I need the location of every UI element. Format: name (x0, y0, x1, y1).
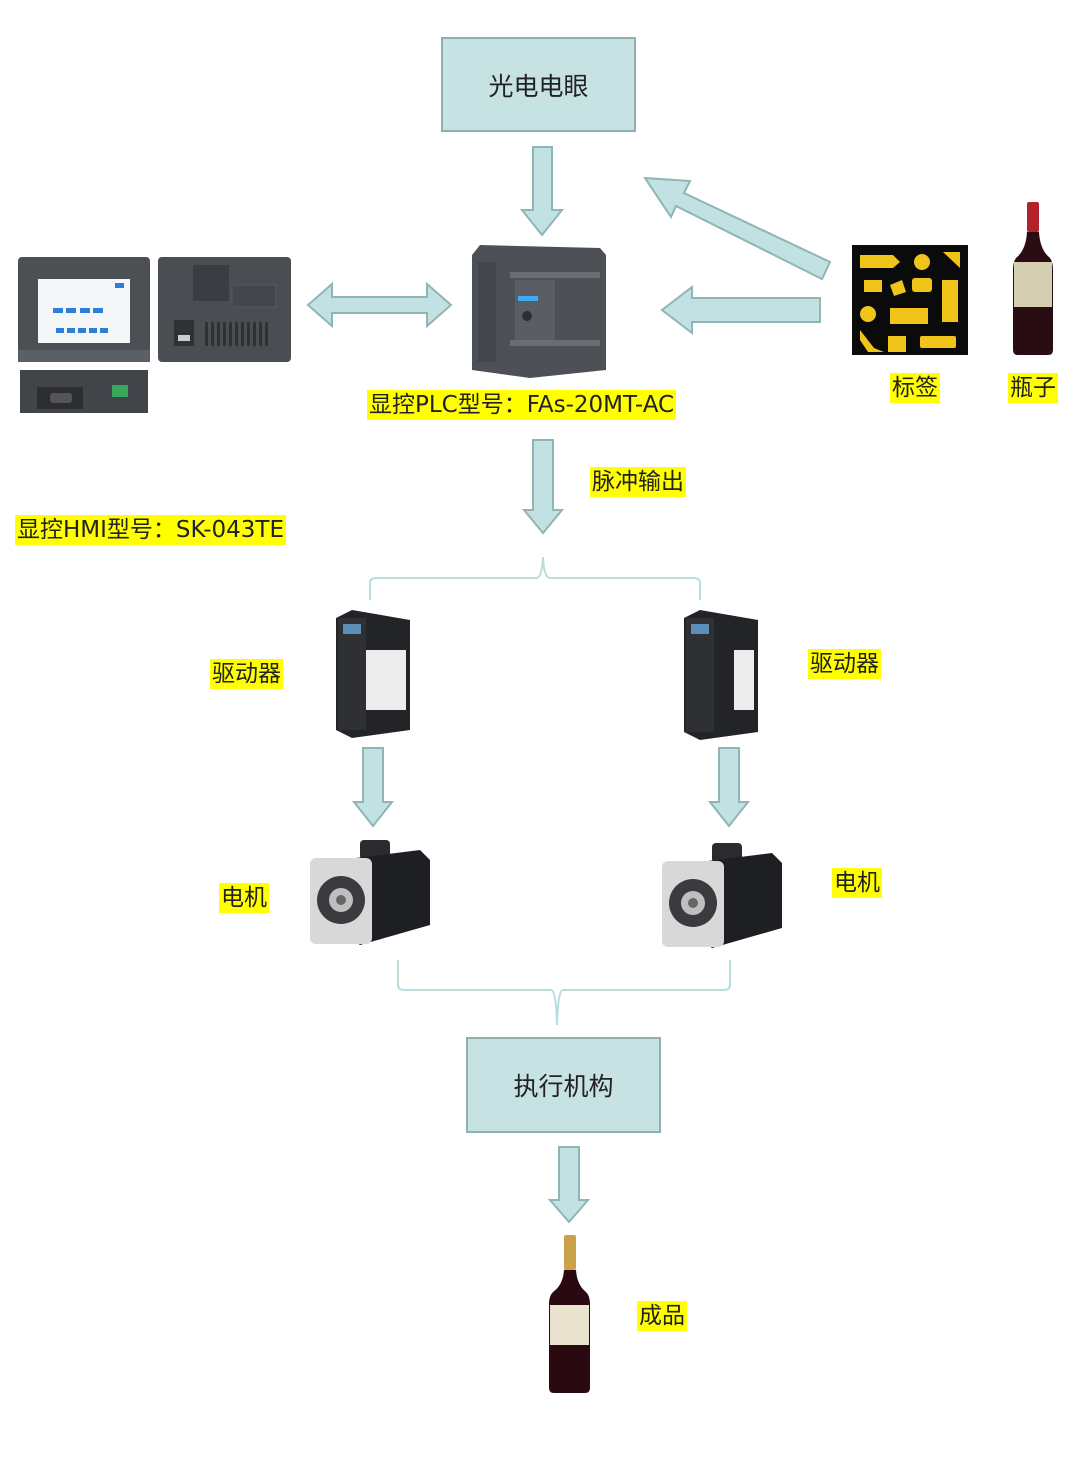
hmi-front-image (18, 257, 150, 362)
motor-right-label: 电机 (832, 868, 882, 898)
arrow-tags-to-plc-diagonal (643, 176, 832, 281)
motor-left-label: 电机 (219, 883, 269, 913)
servo-driver-right-image (684, 610, 758, 740)
arrow-hmi-plc-bidirectional (306, 281, 453, 329)
servo-motor-left-image (310, 840, 430, 945)
product-label: 成品 (637, 1301, 687, 1331)
tags-label: 标签 (890, 373, 940, 403)
arrow-driver-to-motor-left (351, 747, 395, 828)
arrow-sensor-to-plc (519, 146, 565, 237)
driver-left-label: 驱动器 (210, 659, 283, 689)
plc-model-label: 显控PLC型号：FAs-20MT-AC (367, 390, 677, 420)
sensor-node: 光电电眼 (441, 37, 636, 132)
pulse-output-label: 脉冲输出 (590, 467, 686, 497)
plc-image (472, 245, 606, 378)
bottle-image (1013, 202, 1053, 355)
arrow-actuator-to-product (547, 1146, 591, 1224)
hmi-side-image (20, 370, 148, 413)
driver-right-label: 驱动器 (808, 649, 881, 679)
bracket-bottom (397, 960, 731, 1026)
servo-motor-right-image (662, 843, 782, 948)
actuator-node: 执行机构 (466, 1037, 661, 1133)
hmi-back-image (158, 257, 291, 362)
product-bottle-image (549, 1235, 590, 1393)
bracket-top (369, 556, 701, 600)
hmi-model-label: 显控HMI型号：SK-043TE (15, 515, 286, 545)
bottle-label: 瓶子 (1008, 373, 1058, 403)
arrow-driver-to-motor-right (707, 747, 751, 828)
servo-driver-left-image (336, 610, 410, 738)
arrow-pulse-output (521, 439, 565, 535)
arrow-bottle-to-plc (660, 284, 821, 336)
tags-image (852, 245, 968, 355)
